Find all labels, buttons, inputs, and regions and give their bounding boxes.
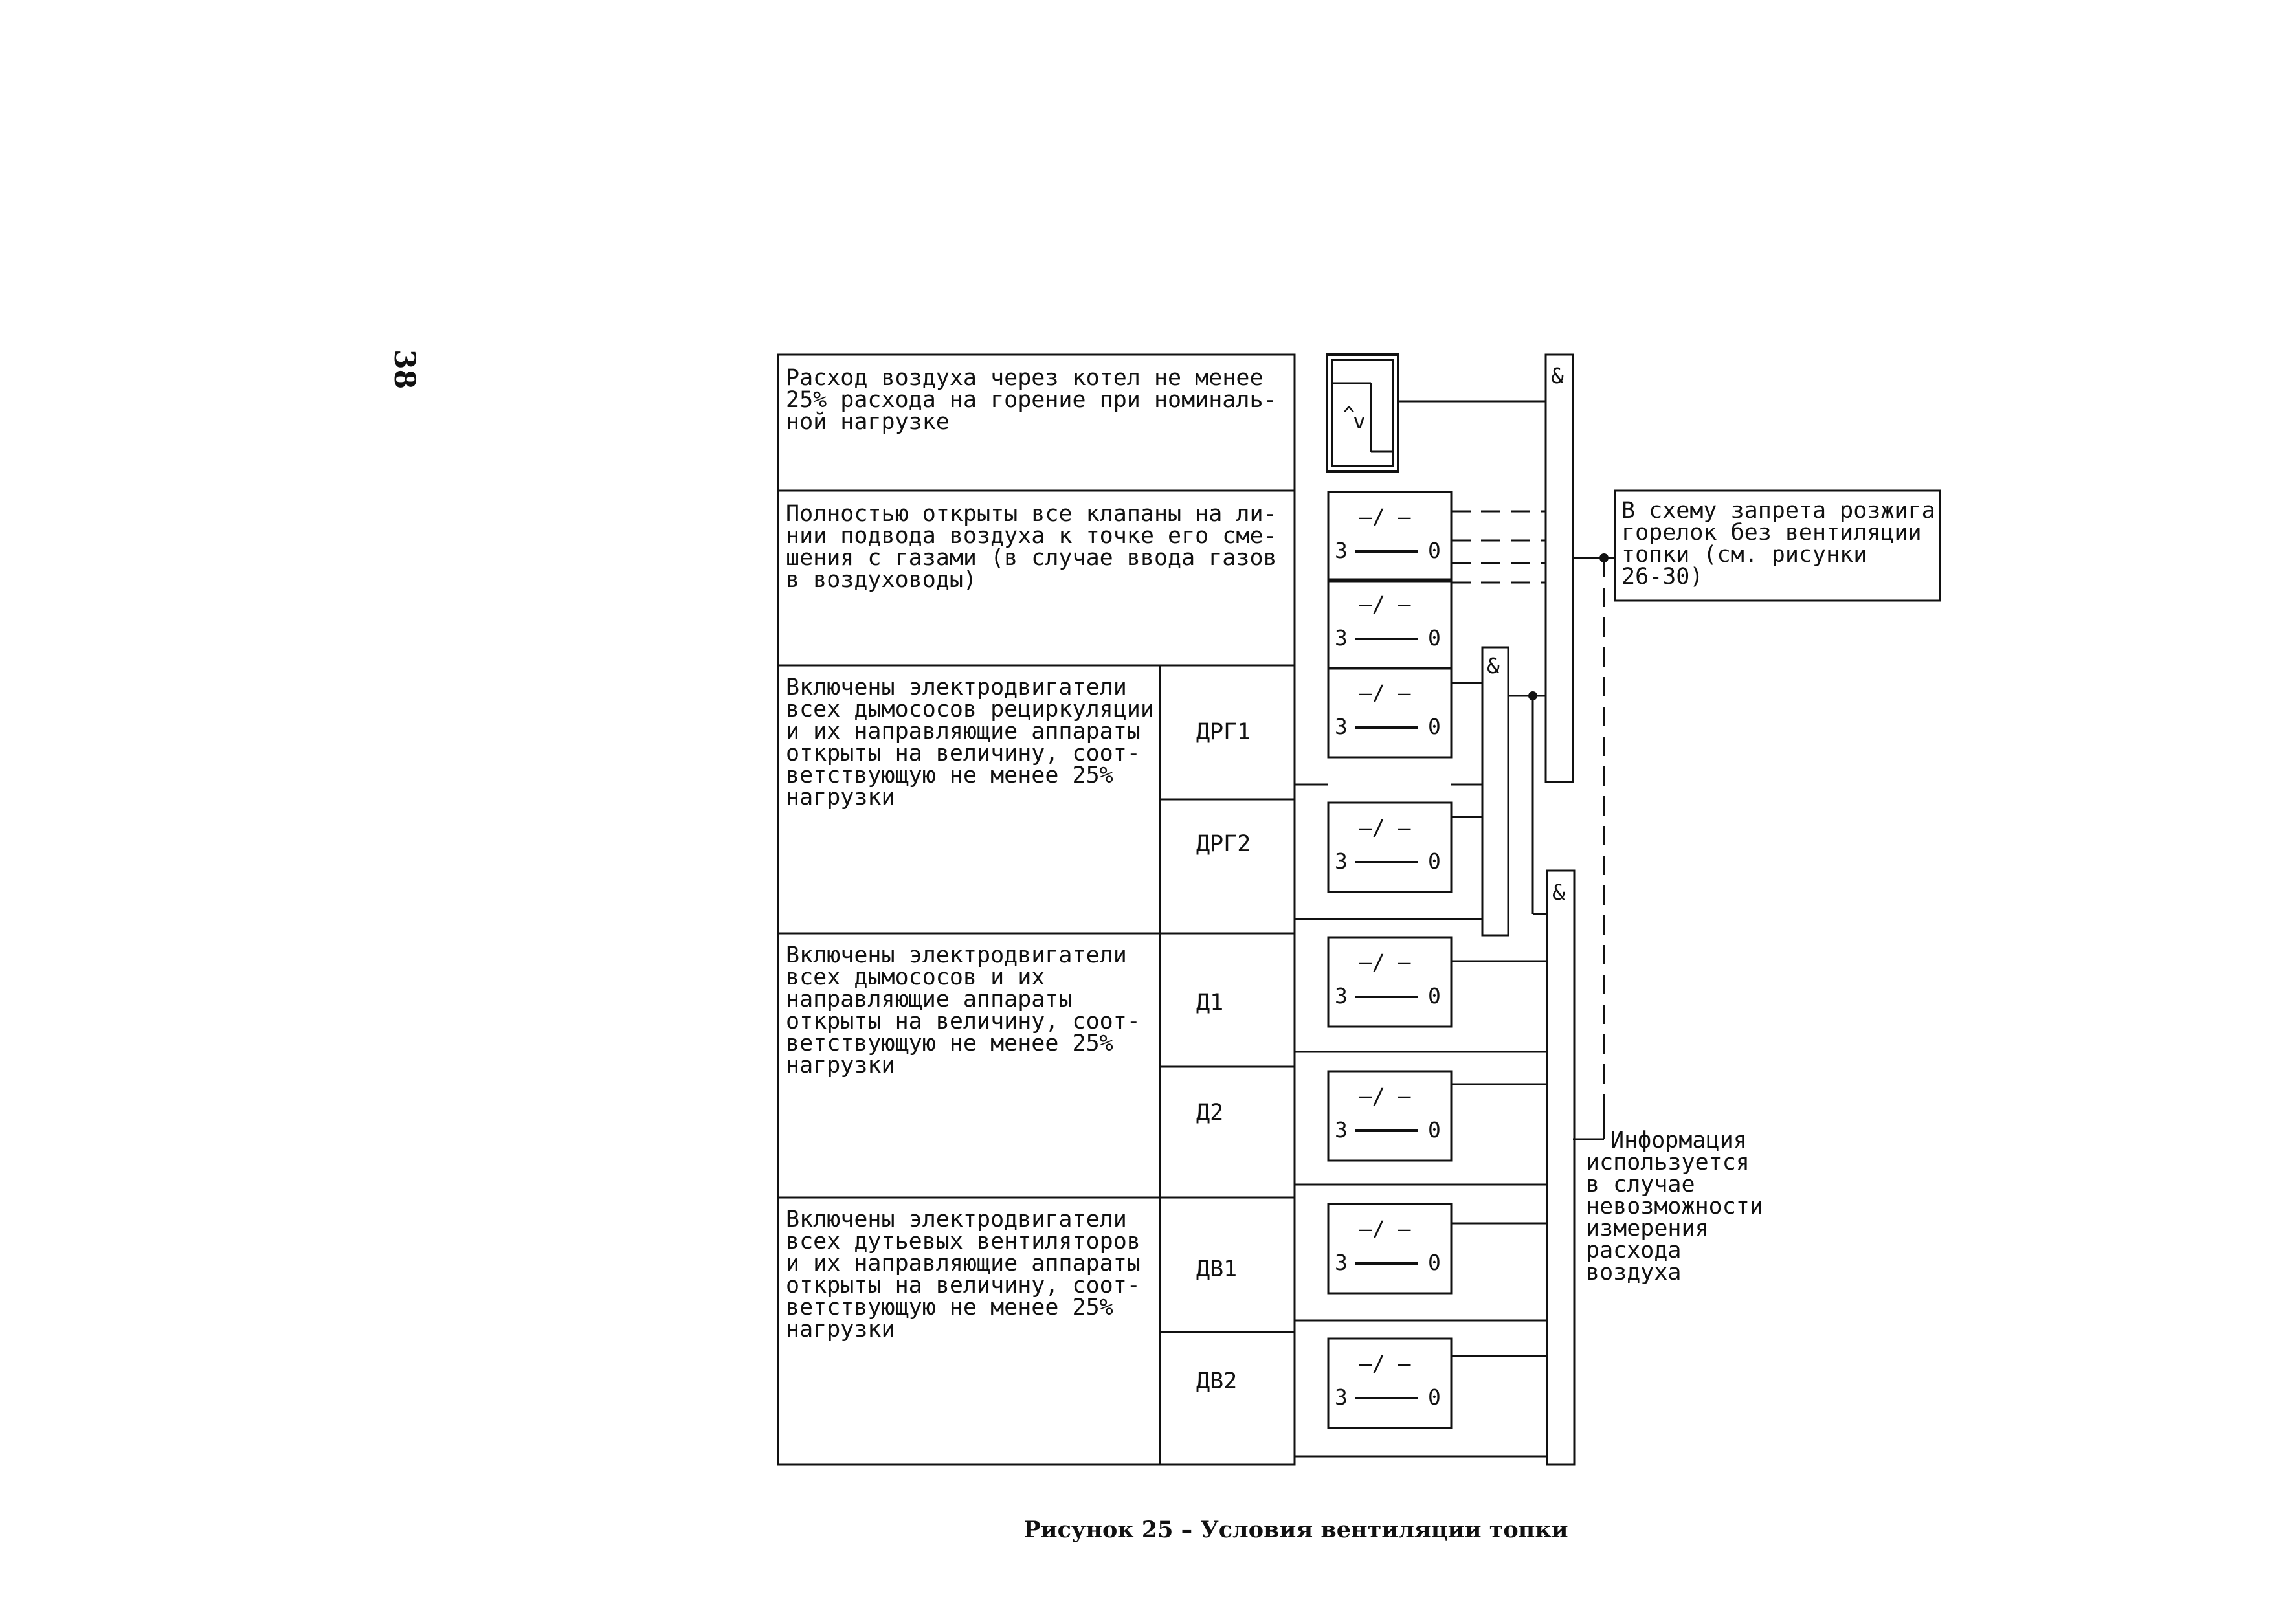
switch-label-right: 0 xyxy=(1428,1250,1441,1275)
switch-label-right: 0 xyxy=(1428,849,1441,874)
svg-text:^: ^ xyxy=(1342,402,1355,427)
switch-label-left: 3 xyxy=(1335,538,1348,563)
switch-label-left: 3 xyxy=(1335,849,1348,874)
switch-label-right: 0 xyxy=(1428,538,1441,563)
svg-text:&: & xyxy=(1552,880,1565,905)
unit-label-drg1: ДРГ1 xyxy=(1196,719,1251,745)
switch-top-mark: —/ — xyxy=(1359,1084,1411,1109)
unit-label-d1: Д1 xyxy=(1196,990,1223,1016)
condition-blower-fans: Включены электродвигатели всех дутьевых … xyxy=(786,1207,1154,1342)
switch-label-left: 3 xyxy=(1335,1117,1348,1142)
switch-label-right: 0 xyxy=(1428,625,1441,651)
switch-top-mark: —/ — xyxy=(1359,815,1411,840)
and-gate-fans: & xyxy=(1546,869,1576,1466)
switch-top-mark: —/ — xyxy=(1359,1216,1411,1241)
switch-drg2: —/ — 3 0 xyxy=(1327,801,1453,893)
svg-text:v: v xyxy=(1353,408,1366,434)
switch-top-mark: —/ — xyxy=(1359,592,1411,617)
and-gate-main: & xyxy=(1544,353,1574,783)
switch-label-left: 3 xyxy=(1335,625,1348,651)
switch-valve-1: —/ — 3 0 xyxy=(1327,491,1453,583)
unit-label-dv2: ДВ2 xyxy=(1196,1368,1237,1394)
unit-label-drg2: ДРГ2 xyxy=(1196,831,1251,857)
switch-drg1: —/ — 3 0 xyxy=(1327,667,1453,759)
switch-top-mark: —/ — xyxy=(1359,950,1411,975)
condition-air-valves: Полностью открыты все клапаны на ли- нии… xyxy=(786,501,1291,593)
condition-air-flow: Расход воздуха через котел не менее 25% … xyxy=(786,365,1291,435)
switch-d1: —/ — 3 0 xyxy=(1327,936,1453,1028)
switch-label-right: 0 xyxy=(1428,983,1441,1008)
switch-label-left: 3 xyxy=(1335,983,1348,1008)
switch-top-mark: —/ — xyxy=(1359,1351,1411,1376)
svg-text:&: & xyxy=(1487,653,1500,678)
switch-label-left: 3 xyxy=(1335,714,1348,739)
and-gate-recirculation: & xyxy=(1481,646,1509,937)
page-number: 38 xyxy=(388,350,421,389)
condition-smoke-exhausters: Включены электродвигатели всех дымососов… xyxy=(786,942,1154,1078)
switch-label-right: 0 xyxy=(1428,1117,1441,1142)
unit-label-d2: Д2 xyxy=(1196,1100,1223,1126)
condition-recirculation-fans: Включены электродвигатели всех дымососов… xyxy=(786,674,1168,810)
svg-text:&: & xyxy=(1551,363,1564,388)
switch-top-mark: —/ — xyxy=(1359,680,1411,706)
wiring xyxy=(1295,400,1615,1458)
switch-dv1: —/ — 3 0 xyxy=(1327,1203,1453,1295)
output-box xyxy=(1614,489,1941,602)
switch-d2: —/ — 3 0 xyxy=(1327,1070,1453,1162)
switch-dv2: —/ — 3 0 xyxy=(1327,1337,1453,1429)
switch-label-right: 0 xyxy=(1428,1385,1441,1410)
flow-threshold-sensor: ^ v xyxy=(1326,353,1399,473)
switch-label-left: 3 xyxy=(1335,1250,1348,1275)
switch-valve-2: —/ — 3 0 xyxy=(1327,578,1453,670)
switch-label-right: 0 xyxy=(1428,714,1441,739)
switch-label-left: 3 xyxy=(1335,1385,1348,1410)
unit-label-dv1: ДВ1 xyxy=(1196,1256,1237,1282)
condition-table xyxy=(777,353,1296,1466)
figure-caption: Рисунок 25 – Условия вентиляции топки xyxy=(1023,1517,1568,1543)
switch-top-mark: —/ — xyxy=(1359,504,1411,529)
note-text: Информация используется в случае невозмо… xyxy=(1586,1128,1777,1285)
output-box-text: В схему запрета розжига горелок без вент… xyxy=(1621,498,1949,590)
